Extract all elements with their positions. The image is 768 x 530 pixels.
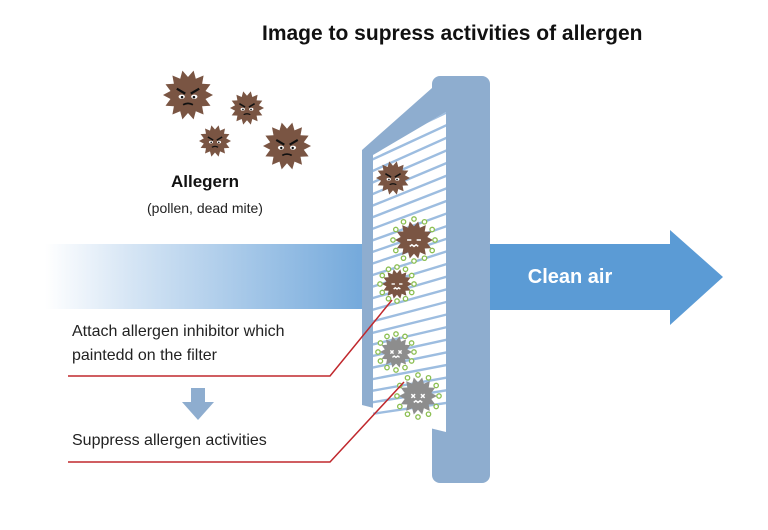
suppressed-allergen-icon (394, 372, 442, 420)
allergen-particle-icon (163, 70, 213, 120)
mesh-line (373, 362, 446, 382)
incoming-air-flow (45, 244, 375, 309)
clean-air-label: Clean air (527, 266, 613, 288)
callout-line-attach (68, 299, 393, 377)
trapped-allergen-icon (376, 161, 410, 195)
allergen-examples: (pollen, dead mite) (147, 200, 263, 216)
callout-line-suppress (68, 381, 405, 463)
mesh-line (373, 134, 446, 175)
filter (362, 76, 490, 483)
filter-mesh-lines (373, 112, 446, 416)
mesh-line (373, 121, 446, 163)
allergen-particle-icon (263, 122, 311, 170)
diagram-title: Image to supress activities of allergen (262, 22, 643, 45)
mesh-line (373, 159, 446, 198)
attach-inhibitor-callout: Attach allergen inhibitor which paintedd… (72, 320, 362, 368)
clean-air-arrow (486, 230, 723, 325)
mesh-line (373, 286, 446, 313)
mesh-line (373, 185, 446, 221)
mesh-line (373, 299, 446, 324)
mesh-line (373, 337, 446, 359)
attach-callout-line-2: paintedd on the filter (72, 347, 217, 364)
attach-callout-line-1: Attach allergen inhibitor which (72, 323, 285, 340)
mesh-line (373, 312, 446, 336)
mesh-line (373, 273, 446, 301)
filter-side-panel (432, 76, 490, 483)
mesh-line (373, 248, 446, 278)
suppress-callout: Suppress allergen activities (72, 432, 267, 449)
allergen-label: Allegern (170, 172, 240, 191)
mesh-line (373, 197, 446, 232)
mesh-line (373, 172, 446, 209)
allergen-particle-icon (230, 91, 264, 125)
inhibited-allergen-icon (377, 264, 417, 304)
allergen-group (163, 70, 442, 420)
inhibited-allergen-icon (390, 216, 438, 264)
down-arrow-icon (182, 388, 214, 420)
suppressed-allergen-icon (375, 331, 417, 373)
allergen-particle-icon (199, 125, 231, 157)
